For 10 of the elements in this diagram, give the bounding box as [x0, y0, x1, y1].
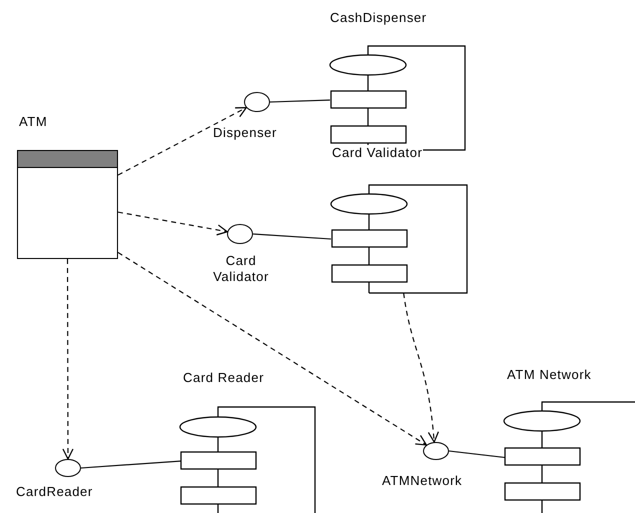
- dependency-arrow: [118, 212, 228, 236]
- dependency-arrow: [118, 107, 247, 176]
- interface-label: Dispenser: [213, 125, 277, 141]
- connector-line: [270, 100, 330, 103]
- connector-line: [80, 460, 182, 469]
- dependency-arrow: [403, 292, 439, 443]
- dependency-arrow: [62, 259, 74, 460]
- connector-line: [448, 450, 506, 458]
- component-name: CashDispenser: [330, 10, 427, 26]
- dependency-arrow: [118, 252, 427, 446]
